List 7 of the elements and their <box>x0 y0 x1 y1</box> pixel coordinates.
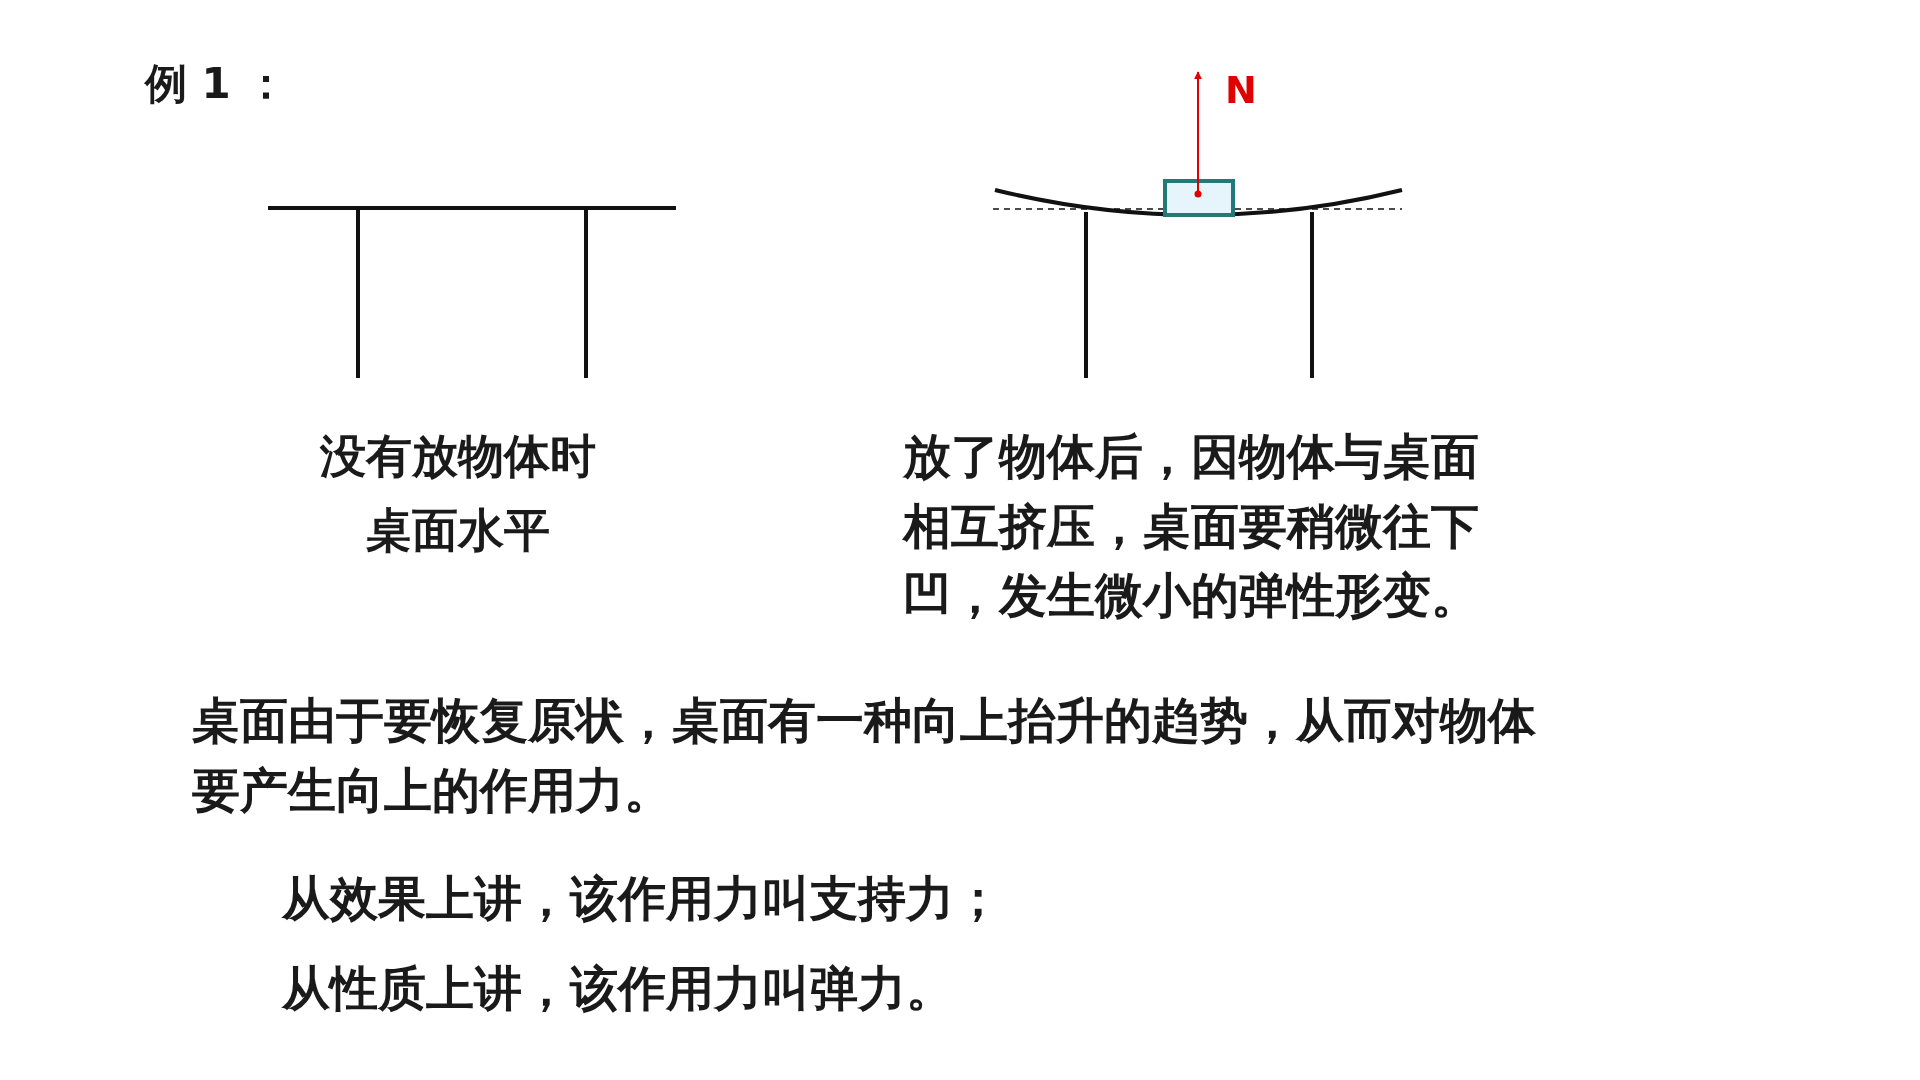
caption-text: 从性质上讲，该作用力叫弹力。 <box>282 960 954 1018</box>
caption-text: 放了物体后，因物体与桌面相互挤压，桌面要稍微往下凹，发生微小的弹性形变。 <box>903 427 1480 626</box>
example-heading: 例 1 ： <box>145 58 288 110</box>
force-label: N <box>1225 70 1257 112</box>
caption-text: 从效果上讲，该作用力叫支持力； <box>282 870 1002 928</box>
caption-text: 桌面由于要恢复原状，桌面有一种向上抬升的趋势，从而对物体要产生向上的作用力。 <box>192 691 1537 820</box>
caption-text: 没有放物体时桌面水平 <box>318 428 597 559</box>
